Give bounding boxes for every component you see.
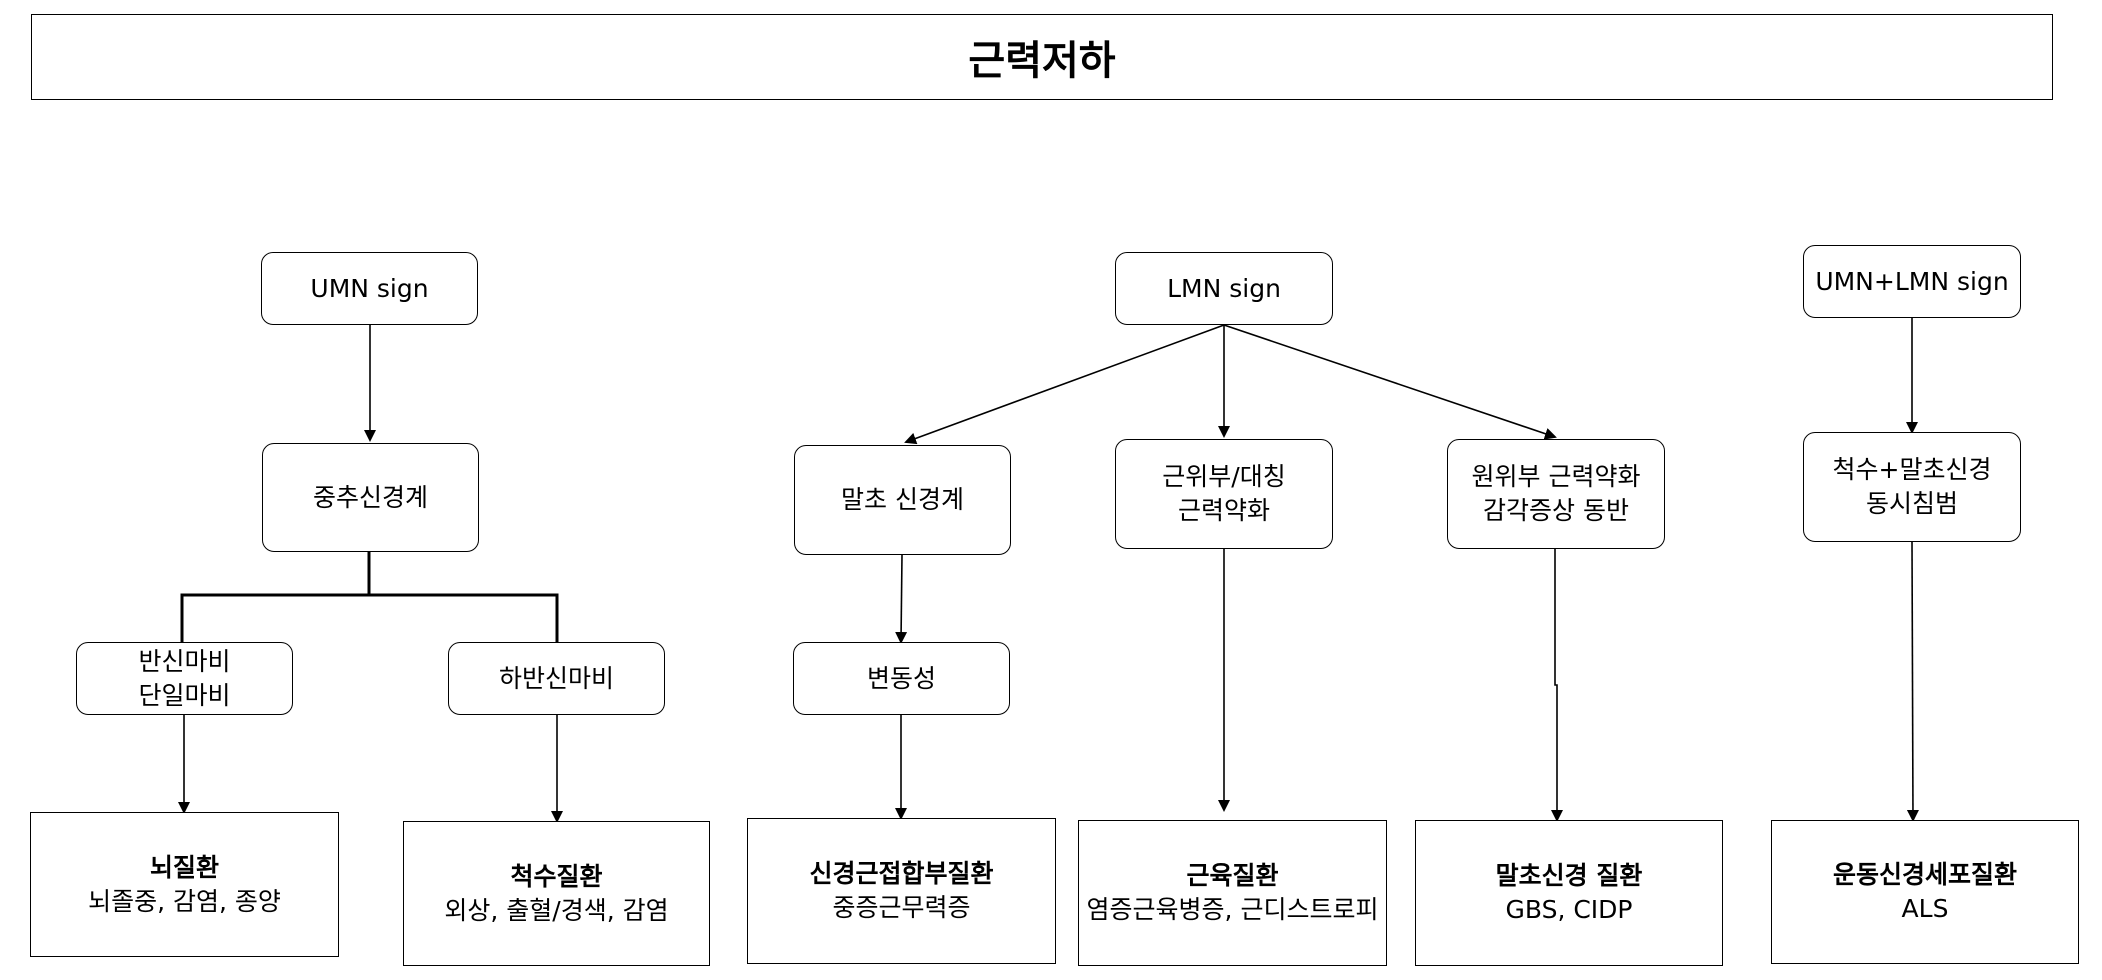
leaf-detail: 외상, 출혈/경색, 감염 — [444, 895, 669, 925]
leaf-detail: GBS, CIDP — [1505, 895, 1633, 924]
node-label: 변동성 — [866, 663, 936, 693]
leaf-brain-disease: 뇌질환 뇌졸중, 감염, 종양 — [30, 812, 339, 957]
node-fluctuation: 변동성 — [793, 642, 1010, 715]
leaf-detail: ALS — [1901, 894, 1949, 923]
node-label: 말초 신경계 — [841, 485, 964, 514]
branch-cns-split-right — [369, 593, 559, 642]
diagram-title: 근력저하 — [968, 38, 1116, 84]
leaf-motor-neuron-disease: 운동신경세포질환 ALS — [1771, 820, 2079, 964]
leaf-nmj-disease: 신경근접합부질환 중증근무력증 — [747, 818, 1056, 964]
node-label-line2: 단일마비 — [138, 680, 231, 710]
arrow-lmn-to-peripheral — [904, 324, 1225, 445]
leaf-muscle-disease: 근육질환 염증근육병증, 근디스트로피 — [1078, 820, 1387, 966]
node-label: UMN sign — [310, 273, 429, 303]
leaf-peripheral-nerve-disease: 말초신경 질환 GBS, CIDP — [1415, 820, 1723, 966]
leaf-title: 뇌질환 — [149, 852, 219, 882]
node-cns: 중추신경계 — [262, 443, 479, 552]
node-lmn-sign: LMN sign — [1115, 252, 1333, 325]
leaf-detail: 염증근육병증, 근디스트로피 — [1086, 895, 1379, 924]
leaf-title: 근육질환 — [1186, 861, 1279, 890]
node-label: 중추신경계 — [312, 482, 428, 512]
leaf-spinal-disease: 척수질환 외상, 출혈/경색, 감염 — [403, 821, 710, 966]
arrow-lmn-to-distal — [1223, 324, 1557, 440]
node-label-line1: 근위부/대칭 — [1162, 462, 1286, 491]
leaf-title: 신경근접합부질환 — [809, 859, 994, 888]
node-spinal-peripheral: 척수+말초신경 동시침범 — [1803, 432, 2021, 542]
node-umn-sign: UMN sign — [261, 252, 478, 325]
node-proximal-weakness: 근위부/대칭 근력약화 — [1115, 439, 1333, 549]
arrow-distal-to-nerve — [1551, 549, 1563, 822]
node-label: 하반신마비 — [498, 663, 614, 693]
diagram-title-box: 근력저하 — [31, 14, 2053, 100]
node-distal-weakness: 원위부 근력약화 감각증상 동반 — [1447, 439, 1665, 549]
arrow-peripheral-to-fluct — [895, 554, 908, 644]
node-label-line2: 근력약화 — [1177, 496, 1270, 525]
node-label-line2: 감각증상 동반 — [1483, 496, 1629, 525]
node-umn-lmn-sign: UMN+LMN sign — [1803, 245, 2021, 318]
arrow-spinal-to-mnd — [1906, 541, 1919, 822]
node-label-line1: 척수+말초신경 — [1832, 455, 1992, 484]
leaf-title: 운동신경세포질환 — [1832, 860, 2017, 889]
leaf-title: 말초신경 질환 — [1495, 861, 1643, 890]
node-label-line1: 원위부 근력약화 — [1471, 462, 1641, 491]
leaf-detail: 중증근무력증 — [832, 893, 971, 922]
node-peripheral-ns: 말초 신경계 — [794, 445, 1011, 555]
node-label: LMN sign — [1167, 273, 1281, 303]
node-label-line2: 동시침범 — [1865, 489, 1958, 518]
node-label: UMN+LMN sign — [1815, 266, 2009, 296]
node-hemiplegia: 반신마비 단일마비 — [76, 642, 293, 715]
node-label-line1: 반신마비 — [138, 646, 231, 676]
branch-cns-split — [180, 552, 371, 642]
leaf-detail: 뇌졸중, 감염, 종양 — [88, 886, 281, 916]
leaf-title: 척수질환 — [510, 861, 603, 891]
node-paraplegia: 하반신마비 — [448, 642, 665, 715]
